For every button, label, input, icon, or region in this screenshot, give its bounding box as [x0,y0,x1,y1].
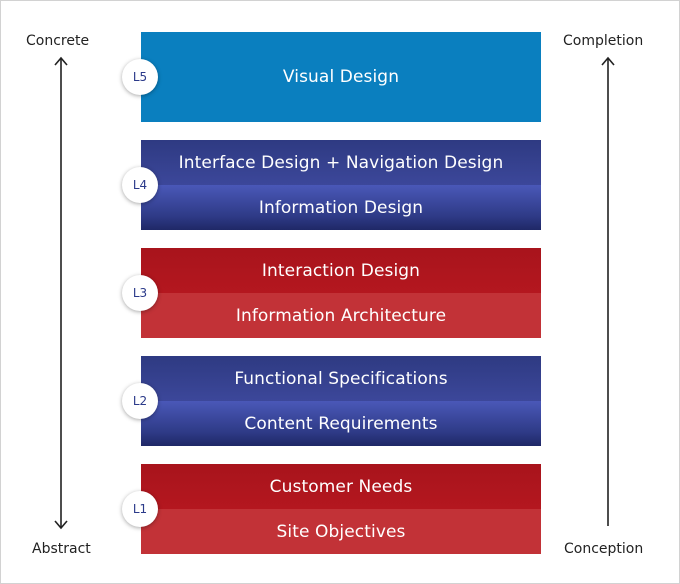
layer-l5-badge: L5 [122,59,158,95]
layer-l3-badge: L3 [122,275,158,311]
layer-l3-band-2: Information Architecture [141,293,541,338]
axis-left-top-label: Concrete [26,33,90,49]
layer-l4-band-1: Interface Design + Navigation Design [141,140,541,185]
axis-left-bottom-label: Abstract [32,541,91,557]
layer-l1-band-1: Customer Needs [141,464,541,509]
axis-right-bottom-label: Conception [564,541,644,557]
layer-l3-band-1: Interaction Design [141,248,541,293]
layer-l4-band-2: Information Design [141,185,541,230]
layer-l5: Visual Design [141,32,541,122]
layer-l4: Interface Design + Navigation Design Inf… [141,140,541,230]
layer-l2-band-1: Functional Specifications [141,356,541,401]
axis-right-top-label: Completion [563,33,644,49]
layer-l1-band-2: Site Objectives [141,509,541,554]
layer-l1-badge: L1 [122,491,158,527]
layer-l5-band-1: Visual Design [141,32,541,122]
layer-l4-badge: L4 [122,167,158,203]
layer-l3: Interaction Design Information Architect… [141,248,541,338]
axis-left-double-arrow-icon [54,56,68,530]
layer-l1: Customer Needs Site Objectives [141,464,541,554]
layer-l2-badge: L2 [122,383,158,419]
layer-l2-band-2: Content Requirements [141,401,541,446]
axis-right-up-arrow-icon [601,56,615,530]
layer-l2: Functional Specifications Content Requir… [141,356,541,446]
